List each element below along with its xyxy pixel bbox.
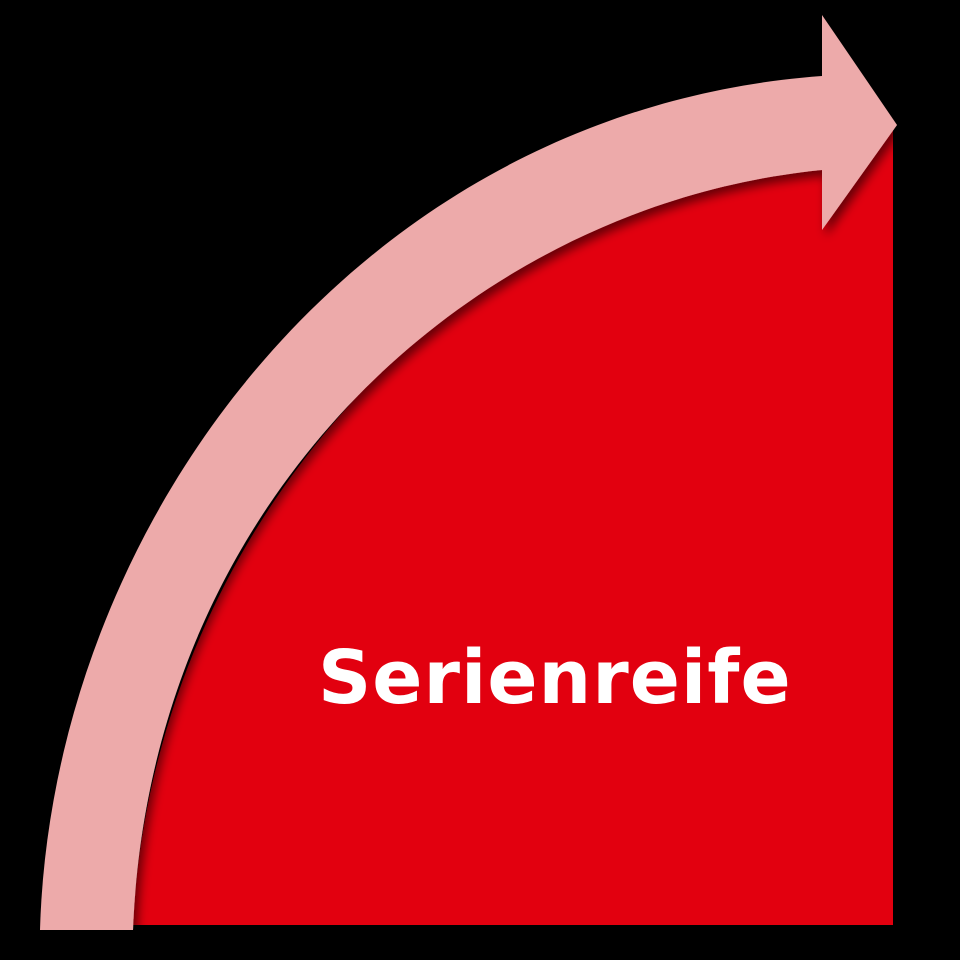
curved-arrow-icon xyxy=(40,15,897,930)
maturity-region xyxy=(133,130,893,925)
serienreife-label: Serienreife xyxy=(318,635,792,721)
